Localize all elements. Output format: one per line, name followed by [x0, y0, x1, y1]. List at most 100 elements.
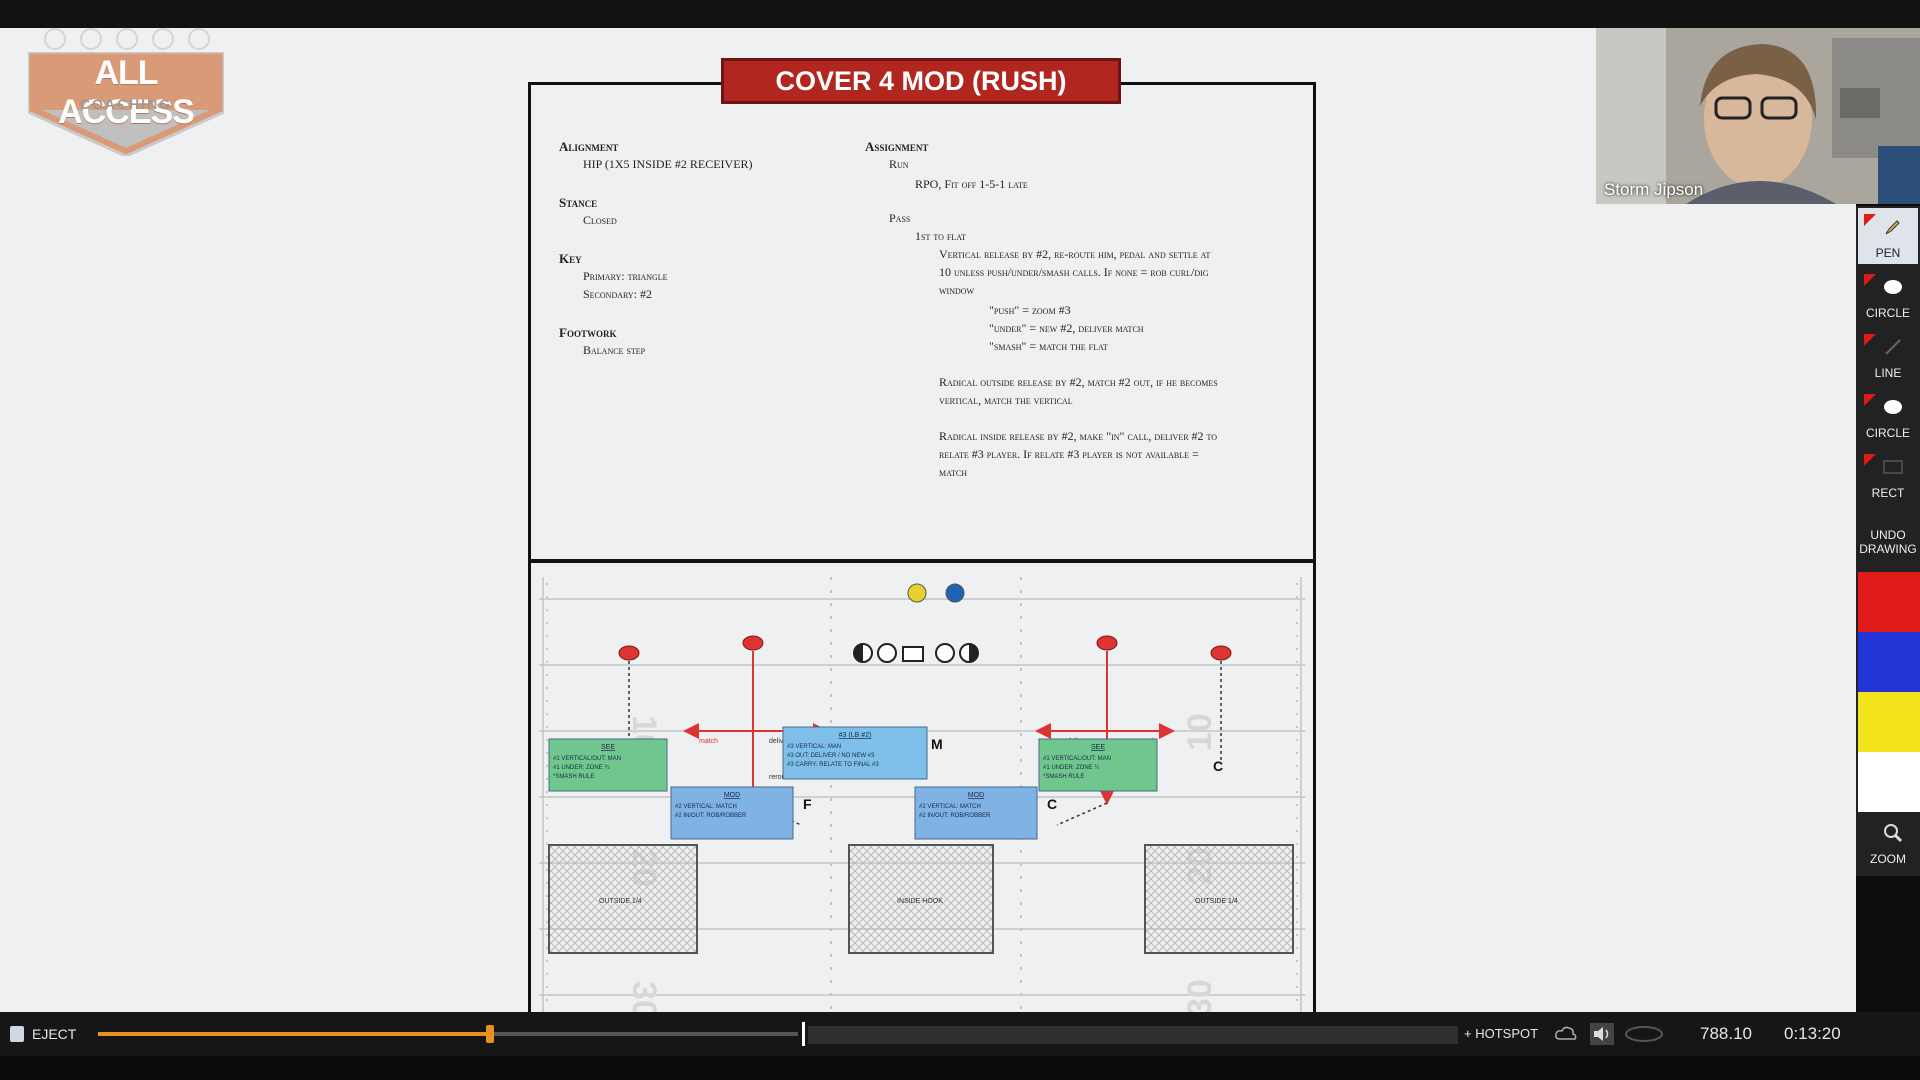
stance-heading: Stance [559, 195, 598, 210]
field-diagram-panel: 10 20 30 10 20 30 [528, 560, 1316, 1012]
key-primary: Primary: triangle [583, 269, 668, 283]
para1-line: 10 unless push/under/smash calls. If non… [939, 265, 1209, 279]
speaker-icon[interactable] [1590, 1023, 1614, 1045]
zone-label: OUTSIDE 1/4 [1195, 898, 1238, 905]
assignment-box-title: SEE [601, 744, 615, 751]
para3-line: match [939, 465, 968, 479]
alignment-heading: Alignment [559, 139, 619, 154]
circle-icon [1884, 400, 1902, 414]
presenter-name: Storm Jipson [1604, 180, 1704, 199]
zoom-tool[interactable]: ZOOM [1858, 814, 1918, 870]
add-hotspot-button[interactable]: + HOTSPOT [1464, 1026, 1539, 1041]
arrow-label: reroute [769, 774, 791, 781]
scrub-track[interactable] [98, 1032, 798, 1036]
assignment-box-line: #1 UNDER: ZONE ¼ [553, 765, 610, 771]
assignment-box-line: #2 VERTICAL: MATCH [919, 804, 981, 810]
footwork-line: Balance step [583, 343, 646, 357]
assignment-box-title: #3 (LB #2) [839, 732, 872, 739]
assignment-box [670, 786, 794, 840]
presenter-webcam: Storm Jipson [1596, 28, 1920, 204]
clip-segment[interactable] [808, 1026, 1458, 1044]
assignment-box [914, 786, 1038, 840]
zone-label: OUTSIDE 1/4 [599, 898, 642, 905]
undo-drawing-button[interactable]: UNDO DRAWING [1858, 518, 1918, 568]
para2-line: Radical outside release by #2, match #2 … [939, 375, 1218, 389]
loop-icon[interactable] [1622, 1023, 1666, 1045]
drawing-toolbar: PEN CIRCLE LINE CIRCLE RECT UNDO DRAWING… [1856, 206, 1920, 876]
yard-number: 30 [1181, 979, 1219, 1012]
pass-label: Pass [889, 211, 911, 225]
eject-label: EJECT [32, 1026, 77, 1042]
eject-button[interactable]: EJECT [10, 1023, 90, 1045]
color-swatch-white[interactable] [1858, 752, 1920, 812]
assignment-box-title: SEE [1091, 744, 1105, 751]
zone-label: INSIDE HOOK [897, 898, 943, 905]
eject-icon [10, 1026, 24, 1042]
pen-tool[interactable]: PEN [1858, 208, 1918, 264]
alignment-line: HIP (1X5 INSIDE #2 RECEIVER) [583, 157, 753, 171]
assignment-boxes: SEE #1 VERTICAL/OUT: MAN #1 UNDER: ZONE ¼ *… [548, 726, 1158, 840]
yard-number: 30 [625, 981, 663, 1012]
key-secondary: Secondary: #2 [583, 287, 653, 301]
defender-corner: C [1047, 796, 1057, 812]
call-line: "push" = zoom #3 [989, 303, 1071, 317]
frame-number: 788.10 [1700, 1024, 1752, 1043]
rect-tool[interactable]: RECT [1858, 448, 1918, 504]
para3-line: relate #3 player. If relate #3 player is… [939, 447, 1199, 461]
line-icon [1885, 339, 1901, 355]
circle-tool-label: CIRCLE [1865, 306, 1910, 320]
circle-tool[interactable]: CIRCLE [1858, 268, 1918, 324]
para1-line: Vertical release by #2, re-route him, pe… [939, 247, 1211, 261]
line-tool-label: LINE [1874, 366, 1902, 380]
pen-tool-label: PEN [1875, 246, 1901, 260]
color-swatch-yellow[interactable] [1858, 692, 1920, 752]
run-label: Run [889, 157, 909, 171]
field-diagram: 10 20 30 10 20 30 [539, 577, 1305, 1012]
assignment-box-title: MOD [968, 792, 984, 799]
defender-corner: C [1213, 758, 1223, 774]
clip-marker [802, 1022, 805, 1046]
circle-icon [1884, 280, 1902, 294]
defender-free: F [803, 796, 812, 812]
call-line: "under" = new #2, deliver match [989, 321, 1144, 335]
call-line: "smash" = match the flat [989, 339, 1108, 353]
timecode: 0:13:20 [1784, 1024, 1841, 1043]
zoom-label: ZOOM [1870, 852, 1906, 866]
ball-icon [44, 28, 66, 50]
rect-icon [1883, 460, 1903, 474]
ball-icon [116, 28, 138, 50]
assignment-box-line: #3 OUT: DELIVER / NO NEW #3 [787, 753, 875, 759]
logo-subtitle: COACHING [79, 96, 173, 112]
ball-icon [80, 28, 102, 50]
video-stage[interactable]: ALL ACCESS COACHING COVER 4 MOD (RUSH) A… [0, 28, 1856, 1012]
assignment-box-line: #3 VERTICAL: MAN [787, 744, 841, 750]
assignment-box-line: #2 VERTICAL: MATCH [675, 804, 737, 810]
color-swatch-blue[interactable] [1858, 632, 1920, 692]
assignment-box-line: #2 IN/OUT: ROB/ROBBER [675, 813, 747, 819]
para1-line: window [939, 283, 975, 297]
cloud-icon[interactable] [1554, 1023, 1578, 1045]
scrub-progress [98, 1032, 490, 1036]
assignment-box-line: #3 CARRY: RELATE TO FINAL #3 [787, 762, 879, 768]
run-line: RPO, Fit off 1-5-1 late [915, 177, 1028, 191]
arrow-label: match [699, 738, 718, 745]
rect-tool-label: RECT [1871, 486, 1905, 500]
color-swatch-red[interactable] [1858, 572, 1920, 632]
assignment-box-line: #1 VERTICAL/OUT: MAN [553, 756, 621, 762]
assignment-heading: Assignment [865, 139, 929, 154]
footwork-heading: Footwork [559, 325, 617, 340]
slide-title: COVER 4 MOD (RUSH) [721, 58, 1121, 104]
assignment-box-line: *SMASH RULE [1043, 774, 1084, 780]
para3-line: Radical inside release by #2, make "in" … [939, 429, 1218, 443]
key-heading: Key [559, 251, 582, 266]
ball-icon [152, 28, 174, 50]
bottom-strip [0, 1056, 1920, 1080]
sport-icons [44, 28, 210, 50]
assignment-box-line: #1 UNDER: ZONE ¼ [1043, 765, 1100, 771]
undo-label-2: DRAWING [1859, 542, 1917, 556]
ball-icon [188, 28, 210, 50]
scrub-handle[interactable] [486, 1025, 494, 1043]
logo-title: ALL ACCESS [58, 54, 195, 131]
filled-circle-tool[interactable]: CIRCLE [1858, 388, 1918, 444]
line-tool[interactable]: LINE [1858, 328, 1918, 384]
